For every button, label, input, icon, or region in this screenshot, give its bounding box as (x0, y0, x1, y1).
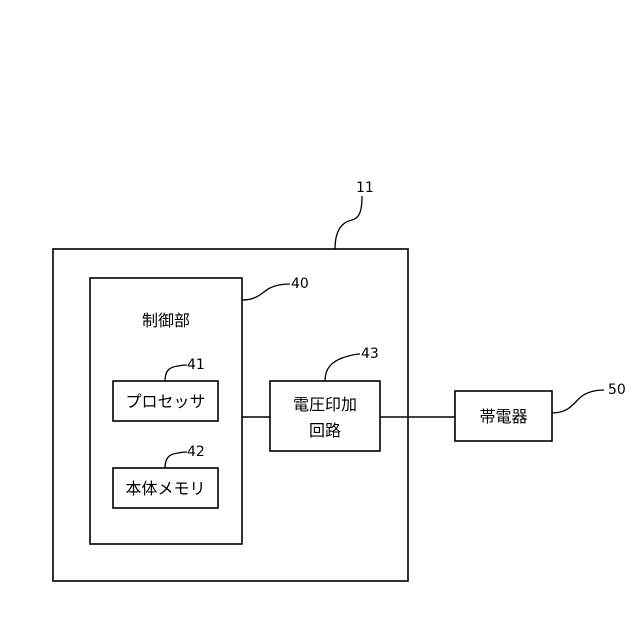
memory-ref-label: 42 (187, 444, 205, 460)
charger-ref-label: 50 (608, 382, 626, 398)
processor-label: プロセッサ (125, 392, 205, 411)
processor-ref-label: 41 (187, 357, 205, 373)
device-leader-line (335, 196, 362, 249)
voltage-circuit-label-line1: 電圧印加 (293, 395, 357, 414)
charger-leader-line (552, 390, 604, 413)
memory-label: 本体メモリ (125, 479, 205, 498)
device-ref-label: 11 (356, 180, 374, 196)
charger-label: 帯電器 (479, 407, 527, 426)
controller-label: 制御部 (142, 311, 190, 330)
voltage-circuit-ref-label: 43 (361, 346, 379, 362)
voltage-circuit-label-line2: 回路 (309, 421, 341, 440)
voltage-circuit-box (270, 381, 380, 451)
controller-ref-label: 40 (291, 276, 309, 292)
